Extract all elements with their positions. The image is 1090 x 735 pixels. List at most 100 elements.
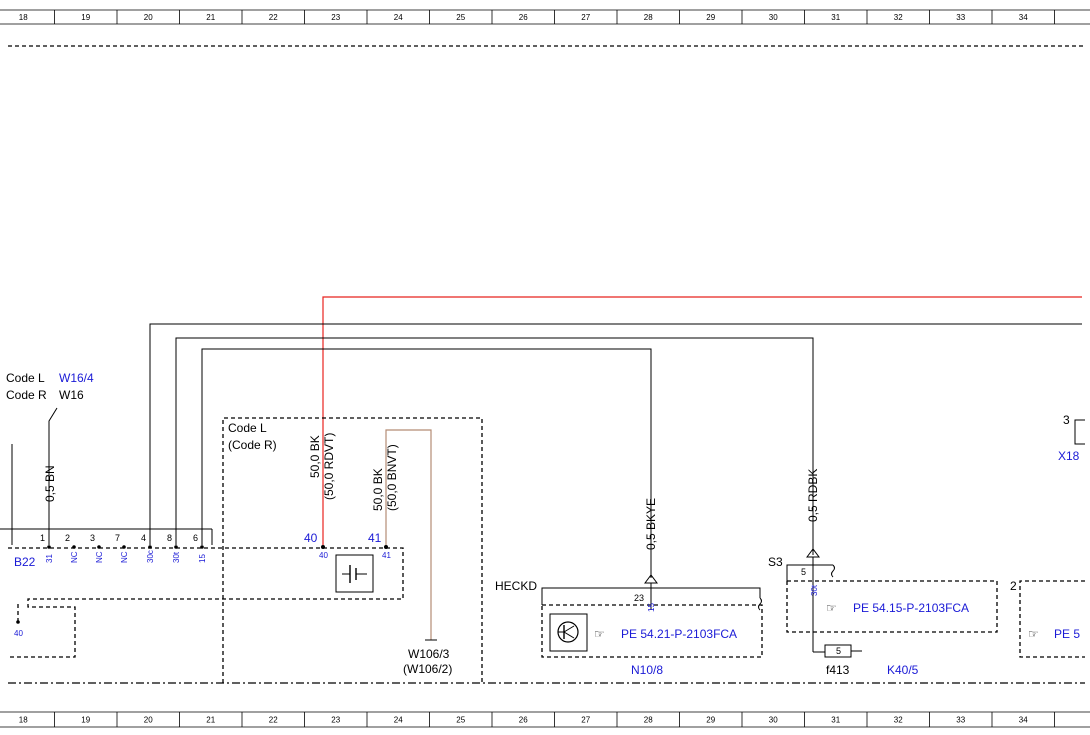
red-wire: [322, 296, 1082, 545]
transistor-icon: [549, 613, 588, 652]
heckd-label: HECKD: [495, 579, 537, 593]
x18-label: X18: [1058, 449, 1080, 463]
w106-3-label: W106/3: [408, 647, 450, 661]
top-column-number: 34: [1019, 13, 1028, 22]
bottom-column-number: 27: [581, 716, 590, 725]
n10-reference-link[interactable]: ☞ PE 54.21-P-2103FCA: [594, 627, 737, 641]
code-l-box-label: Code L: [228, 421, 267, 435]
bottom-column-number: 32: [894, 716, 903, 725]
k40-reference-link[interactable]: ☞ PE 54.15-P-2103FCA: [826, 601, 969, 615]
pin-41-sub: 41: [382, 551, 391, 560]
pin-30t-label: 30t: [810, 584, 819, 596]
top-column-number: 26: [519, 13, 528, 22]
right-reference-link[interactable]: ☞ PE 5: [1028, 627, 1080, 641]
pin-40-dot: [321, 545, 325, 549]
wire-bn: [48, 407, 58, 545]
wire-rdbk-label: 0,5 RDBK: [806, 469, 820, 522]
wire-red-label: 50,0 BK: [308, 435, 322, 478]
bottom-column-number: 20: [144, 716, 153, 725]
connector-pin-function: NC: [70, 551, 79, 563]
bottom-column-number: 18: [19, 716, 28, 725]
wire-pin6: [201, 348, 652, 578]
bottom-column-number: 26: [519, 716, 528, 725]
b22-label: B22: [14, 555, 36, 569]
wire-bkye-label: 0,5 BKYE: [644, 498, 658, 550]
pointing-hand-icon: ☞: [1028, 627, 1039, 641]
connector-pin-number: 7: [115, 533, 120, 543]
connector-pin-number: 6: [193, 533, 198, 543]
top-column-number: 19: [81, 13, 90, 22]
connector-pin-dot: [47, 545, 51, 549]
connector-pin-number: 3: [90, 533, 95, 543]
code-l-box: [222, 417, 483, 683]
top-column-number: 18: [19, 13, 28, 22]
top-column-number: 28: [644, 13, 653, 22]
bottom-column-number: 19: [81, 716, 90, 725]
right-module-pin-2: 2: [1010, 579, 1017, 593]
n10-8-label: N10/8: [631, 663, 663, 677]
x18-connector: [1074, 419, 1085, 445]
connector-pin-dot: [200, 545, 204, 549]
connector-pin-function: NC: [120, 551, 129, 563]
wire-pin4: [149, 323, 1082, 545]
code-r-label: Code R: [6, 388, 47, 402]
pointing-hand-icon: ☞: [826, 601, 837, 615]
connector-pin-number: 1: [40, 533, 45, 543]
top-column-number: 33: [956, 13, 965, 22]
connector-pin-function: 15: [198, 554, 207, 563]
wire-bn-label: 0,5 BN: [43, 465, 57, 502]
pointing-hand-icon: ☞: [594, 627, 605, 641]
bottom-column-number: 31: [831, 716, 840, 725]
top-column-number: 31: [831, 13, 840, 22]
right-partial-module: [1019, 580, 1085, 658]
pin-41-dot: [384, 545, 388, 549]
fuse-5-label: 5: [836, 646, 841, 656]
bottom-column-number: 22: [269, 716, 278, 725]
pin-40-label: 40: [304, 531, 318, 545]
bottom-column-number: 21: [206, 716, 215, 725]
bottom-column-number: 24: [394, 716, 403, 725]
top-column-number: 29: [706, 13, 715, 22]
pin-40-small: 40: [14, 629, 23, 638]
top-column-number: 24: [394, 13, 403, 22]
f413-label: f413: [826, 663, 850, 677]
k40-module-top: [786, 564, 833, 581]
n10-ref-text: PE 54.21-P-2103FCA: [621, 627, 737, 641]
pin-5-label: 5: [801, 567, 806, 577]
code-l-label: Code L: [6, 371, 45, 385]
top-column-number: 23: [331, 13, 340, 22]
bottom-column-number: 33: [956, 716, 965, 725]
bottom-column-number: 29: [706, 716, 715, 725]
connector-pin-function: 30t: [172, 551, 181, 563]
top-column-number: 27: [581, 13, 590, 22]
connector-pin-number: 2: [65, 533, 70, 543]
connector-pin-function: 30c: [146, 550, 155, 563]
right-ref-text: PE 5: [1054, 627, 1080, 641]
battery-icon: [335, 554, 374, 593]
brown-wire: [385, 429, 432, 640]
pin-15-label: 15: [647, 603, 656, 612]
connector-pin-function: NC: [95, 551, 104, 563]
wire-brown-alt-label: (50,0 BNVT): [385, 444, 399, 511]
pin-23-label: 23: [634, 593, 644, 603]
k40-break-mark: [831, 564, 835, 578]
wire-red-alt-label: (50,0 RDVT): [322, 433, 336, 500]
top-column-number: 22: [269, 13, 278, 22]
bottom-column-number: 25: [456, 716, 465, 725]
w106-2-label: (W106/2): [403, 662, 452, 676]
top-column-number: 25: [456, 13, 465, 22]
code-r-box-label: (Code R): [228, 438, 277, 452]
k40-module-box: [786, 580, 998, 633]
x18-pin-3: 3: [1063, 413, 1070, 427]
w16-4-label: W16/4: [59, 371, 94, 385]
b22-module-box: [8, 547, 404, 658]
top-column-number: 32: [894, 13, 903, 22]
pin-dot: [16, 620, 20, 624]
bottom-column-number: 23: [331, 716, 340, 725]
top-column-number: 20: [144, 13, 153, 22]
n10-break-mark: [758, 597, 762, 611]
bottom-column-number: 28: [644, 716, 653, 725]
